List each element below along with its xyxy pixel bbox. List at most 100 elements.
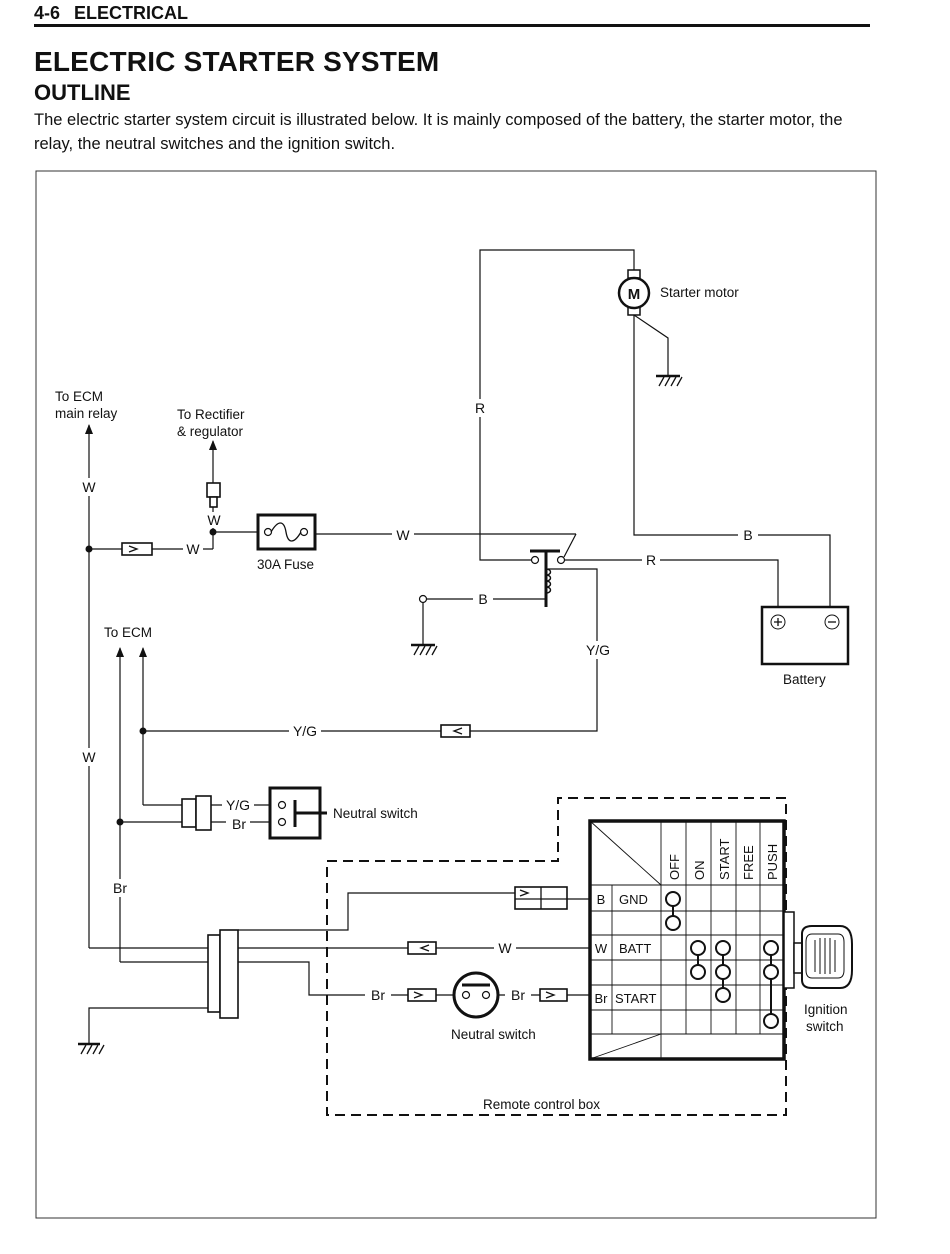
row-color-gnd: B	[597, 892, 606, 907]
continuity-on-2	[690, 964, 706, 980]
label-to-rectifier: To Rectifier	[177, 407, 245, 422]
page-header: 4-6 ELECTRICAL	[34, 3, 188, 24]
column-off: OFF	[667, 854, 682, 880]
label-battery: Battery	[783, 672, 826, 687]
wire-label: W	[186, 541, 200, 557]
neutral-switch-contact	[481, 990, 491, 1000]
remote-control-box-outline	[326, 797, 787, 1116]
key-housing	[783, 911, 795, 989]
intro-paragraph: The electric starter system circuit is i…	[34, 111, 843, 153]
motor-body	[617, 276, 651, 310]
fuse-element	[270, 522, 302, 542]
wire-gnd-top	[238, 892, 515, 931]
junction-dot	[85, 545, 93, 553]
switch-table-frame	[588, 819, 786, 1061]
label-to-ecm-main-relay: main relay	[55, 406, 118, 421]
neutral-switch-upper	[268, 786, 327, 840]
connector-mark	[128, 545, 139, 553]
connector-rectifier	[206, 482, 221, 498]
continuity-push-2	[763, 964, 779, 980]
wire-label: Br	[232, 816, 246, 832]
key-grip	[805, 933, 845, 979]
battery	[760, 605, 850, 666]
label-to-rectifier: & regulator	[177, 424, 244, 439]
page-number: 4-6	[34, 3, 61, 23]
wire-label: Y/G	[586, 642, 610, 658]
wire-label: W	[207, 512, 221, 528]
label-to-ecm: To ECM	[104, 625, 152, 640]
column-free: FREE	[741, 845, 756, 880]
relay-contact	[530, 555, 540, 565]
switch-table-grid	[589, 820, 784, 1060]
wire-r-battery	[564, 559, 779, 607]
ground-icon	[656, 374, 683, 387]
fuse-terminal	[263, 527, 273, 537]
label-starter-motor: Starter motor	[660, 285, 739, 300]
relay-coil	[545, 568, 552, 594]
connector-mark	[545, 991, 556, 999]
header-rule	[34, 24, 870, 27]
wire-label: W	[82, 749, 96, 765]
row-terminal-gnd: GND	[619, 892, 648, 907]
wire-relay-contact	[563, 533, 577, 558]
wire-label: W	[498, 940, 512, 956]
wire-label: Br	[113, 880, 127, 896]
ground-symbols	[78, 374, 683, 1055]
connector-neutral-upper-2	[195, 795, 212, 831]
wire-r-starter	[479, 249, 635, 561]
continuity-start-batt	[715, 940, 731, 956]
neutral-switch-plunger	[293, 800, 327, 827]
label-neutral-switch-upper: Neutral switch	[333, 806, 418, 821]
key-neck	[793, 942, 803, 974]
label-remote-control-box: Remote control box	[483, 1097, 600, 1112]
wire-label: W	[82, 479, 96, 495]
column-on: ON	[692, 861, 707, 881]
coil-terminal	[418, 594, 428, 604]
continuity-push-batt	[763, 940, 779, 956]
neutral-switch-contact	[461, 990, 471, 1000]
ground-icon	[78, 1042, 105, 1055]
connector-marks	[128, 545, 567, 999]
continuity-push-3	[763, 1013, 779, 1029]
motor-symbol: M	[628, 286, 641, 303]
column-start: START	[717, 839, 732, 880]
label-to-ecm-main-relay: To ECM	[55, 389, 103, 404]
continuity-off-gnd	[665, 891, 681, 907]
starter-motor: M	[617, 269, 651, 316]
wire-label: Y/G	[293, 723, 317, 739]
neutral-switch-lower	[452, 971, 500, 1019]
fuse-symbol	[256, 513, 317, 551]
label-ignition-switch: switch	[806, 1019, 844, 1034]
continuity-on-batt	[690, 940, 706, 956]
key-ridges	[814, 938, 836, 974]
junction-dot	[209, 528, 217, 536]
main-connector	[207, 934, 221, 1013]
continuity-off-2	[665, 915, 681, 931]
connector-neutral-upper	[181, 798, 197, 828]
page-subtitle: OUTLINE	[34, 80, 131, 105]
continuity-start-start	[715, 987, 731, 1003]
neutral-switch-contact	[277, 817, 287, 827]
row-terminal-batt: BATT	[619, 941, 651, 956]
connector-rectifier-pin	[209, 496, 218, 508]
fuse-terminal	[299, 527, 309, 537]
neutral-switch-contact	[277, 800, 287, 810]
wire-label: Y/G	[226, 797, 250, 813]
starter-relay	[418, 549, 566, 607]
wire-b-battery	[633, 315, 831, 607]
wire-label: Br	[371, 987, 385, 1003]
row-color-batt: W	[595, 941, 608, 956]
wire-label: R	[646, 552, 656, 568]
connector-mark	[413, 991, 424, 999]
wire-starter-ground	[633, 314, 669, 375]
wire-label: B	[478, 591, 487, 607]
label-fuse: 30A Fuse	[257, 557, 314, 572]
wire-br-start	[238, 961, 408, 996]
continuity-start-2	[715, 964, 731, 980]
section-name: ELECTRICAL	[74, 3, 189, 23]
connector-mark	[519, 889, 530, 897]
wire-labels: W W W W W W R R B B Y/G Y/G Y/G Br Br Br…	[80, 399, 758, 1003]
row-color-start: Br	[595, 991, 609, 1006]
wires	[85, 249, 831, 1044]
